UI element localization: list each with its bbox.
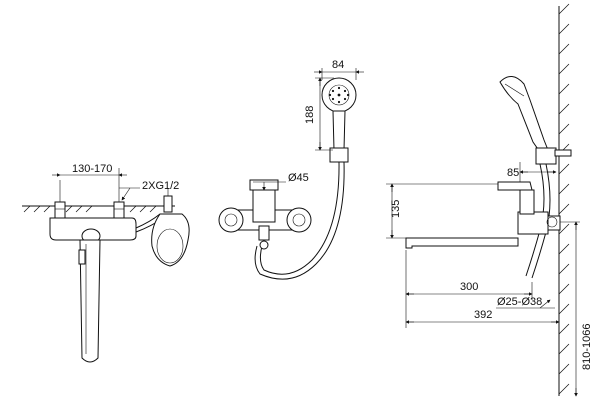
dim-body-offset: 85: [507, 162, 557, 182]
right-view: 85 135 300 Ø25-Ø38: [386, 3, 593, 397]
dim-body-offset-label: 85: [507, 167, 519, 179]
dim-spacing-label: 130-170: [72, 163, 112, 175]
right-mixer-body: [517, 211, 549, 235]
right-spout: [405, 237, 519, 249]
right-connector: [113, 201, 125, 221]
dim-spacing: 130-170: [52, 163, 127, 202]
dim-head-width-label: 84: [332, 59, 344, 71]
dim-body-diameter-label: Ø45: [288, 172, 309, 184]
dim-height-label: 135: [390, 200, 402, 218]
dim-total-length: 392: [405, 309, 560, 324]
middle-cartridge: [252, 187, 276, 223]
dim-thread: 2XG1/2: [119, 180, 179, 201]
dim-pipe-range: Ø25-Ø38: [496, 296, 555, 309]
middle-hose: [259, 161, 340, 275]
shower-hose: [135, 213, 161, 229]
right-holder: [535, 147, 557, 165]
dim-spout-reach: 300: [405, 250, 533, 328]
left-wall-hatch: [22, 205, 175, 213]
dim-pipe-range-label: Ø25-Ø38: [497, 296, 542, 308]
shower-handle: [332, 110, 346, 151]
dim-handset-length-label: 188: [304, 106, 316, 124]
shower-nozzles: [328, 86, 350, 104]
left-connector: [54, 201, 66, 221]
dim-handset-length: 188: [304, 77, 334, 151]
handset-side: [151, 213, 190, 267]
spout: [79, 239, 101, 363]
dim-thread-label: 2XG1/2: [142, 180, 179, 192]
dim-height: 135: [386, 183, 498, 239]
right-eccentric: [286, 207, 312, 233]
dim-mount-height: 810-1066: [560, 221, 593, 397]
left-eccentric: [218, 207, 244, 233]
middle-view: 84 188 Ø45: [218, 59, 364, 280]
dim-body-diameter: Ø45: [253, 172, 309, 191]
right-wall-hatch: [558, 3, 570, 396]
dim-spout-reach-label: 300: [460, 281, 478, 293]
right-handset: [499, 76, 549, 153]
left-view: 130-170 2XG1/2: [22, 163, 190, 363]
dim-head-width: 84: [314, 59, 364, 80]
right-lever: [497, 181, 533, 191]
right-cartridge: [519, 189, 535, 215]
dim-mount-height-label: 810-1066: [581, 324, 593, 371]
dim-total-length-label: 392: [474, 309, 492, 321]
